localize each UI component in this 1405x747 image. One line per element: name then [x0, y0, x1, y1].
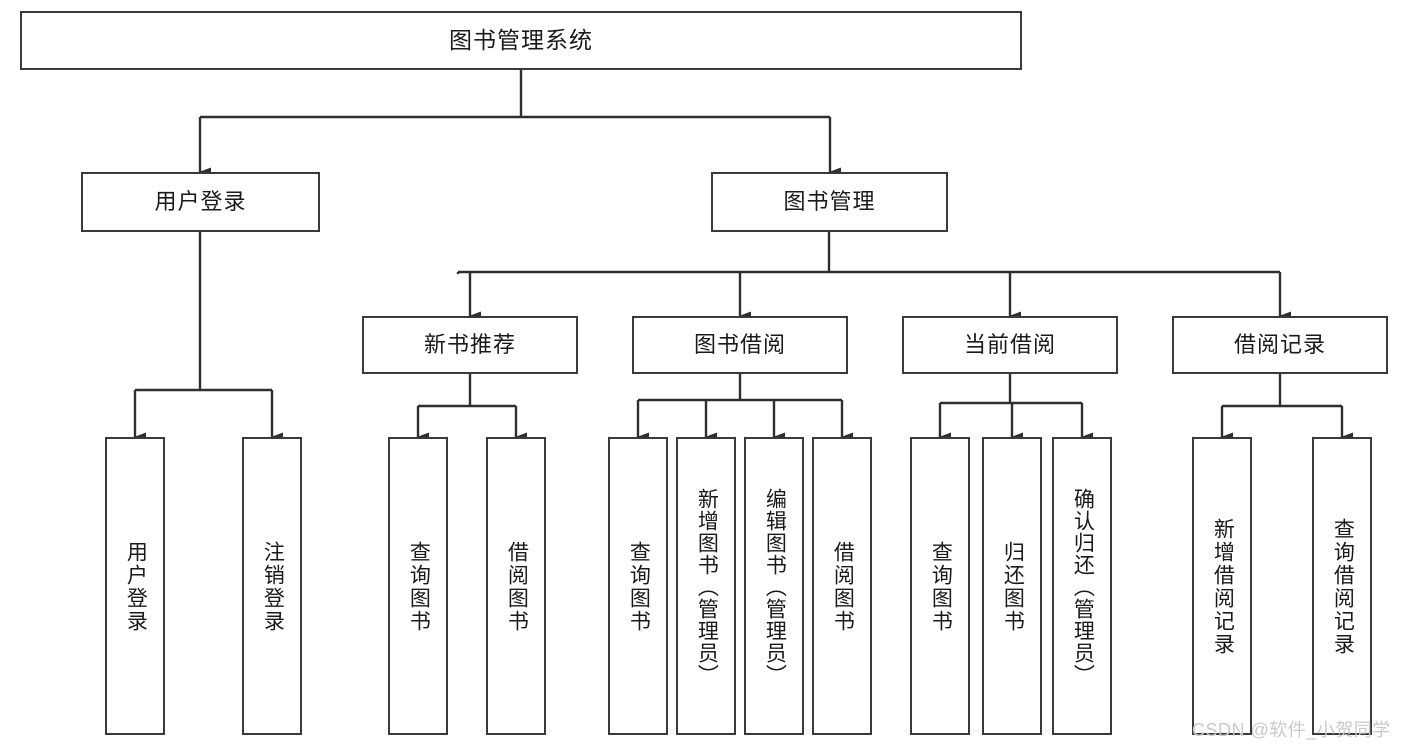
node-user-login[interactable]: 用户登录: [81, 172, 320, 232]
node-label: 新书推荐: [423, 332, 516, 358]
node-borrowing-records[interactable]: 借阅记录: [1172, 316, 1388, 374]
node-label: 用户登录: [154, 189, 247, 215]
node-label: 借阅图书: [831, 541, 855, 633]
node-label: 编辑图书（管理员）: [763, 488, 787, 686]
leaf-query-books-current[interactable]: 查询图书: [910, 437, 970, 735]
node-label: 新增图书（管理员）: [695, 488, 719, 686]
node-label: 查询图书: [929, 541, 953, 633]
node-label: 借阅记录: [1233, 332, 1326, 358]
leaf-borrow-books-recommendation[interactable]: 借阅图书: [486, 437, 546, 735]
leaf-query-books-borrowing[interactable]: 查询图书: [608, 437, 668, 735]
node-label: 确认归还（管理员）: [1071, 488, 1095, 686]
node-book-borrowing[interactable]: 图书借阅: [632, 316, 848, 374]
node-label: 图书借阅: [693, 332, 786, 358]
node-label: 查询借阅记录: [1331, 518, 1355, 656]
node-new-book-recommendation[interactable]: 新书推荐: [362, 316, 578, 374]
node-label: 用户登录: [124, 541, 148, 633]
node-label: 归还图书: [1001, 541, 1025, 633]
node-label: 注销登录: [261, 541, 285, 633]
node-label: 图书管理: [783, 189, 876, 215]
leaf-borrow-books-borrowing[interactable]: 借阅图书: [812, 437, 872, 735]
node-label: 借阅图书: [505, 541, 529, 633]
leaf-query-books-recommendation[interactable]: 查询图书: [388, 437, 448, 735]
node-current-borrowing[interactable]: 当前借阅: [902, 316, 1118, 374]
node-label: 当前借阅: [963, 332, 1056, 358]
node-label: 新增借阅记录: [1211, 518, 1235, 656]
node-book-management[interactable]: 图书管理: [711, 172, 948, 232]
node-label: 查询图书: [627, 541, 651, 633]
leaf-edit-book-admin[interactable]: 编辑图书（管理员）: [744, 437, 804, 735]
leaf-add-book-admin[interactable]: 新增图书（管理员）: [676, 437, 736, 735]
leaf-add-borrow-record[interactable]: 新增借阅记录: [1192, 437, 1252, 735]
leaf-return-books[interactable]: 归还图书: [982, 437, 1042, 735]
node-label: 查询图书: [407, 541, 431, 633]
leaf-query-borrow-record[interactable]: 查询借阅记录: [1312, 437, 1372, 735]
node-root-library-management-system[interactable]: 图书管理系统: [20, 11, 1022, 70]
leaf-user-login[interactable]: 用户登录: [105, 437, 165, 735]
node-label: 图书管理系统: [449, 27, 593, 54]
leaf-confirm-return-admin[interactable]: 确认归还（管理员）: [1052, 437, 1112, 735]
leaf-logout[interactable]: 注销登录: [242, 437, 302, 735]
